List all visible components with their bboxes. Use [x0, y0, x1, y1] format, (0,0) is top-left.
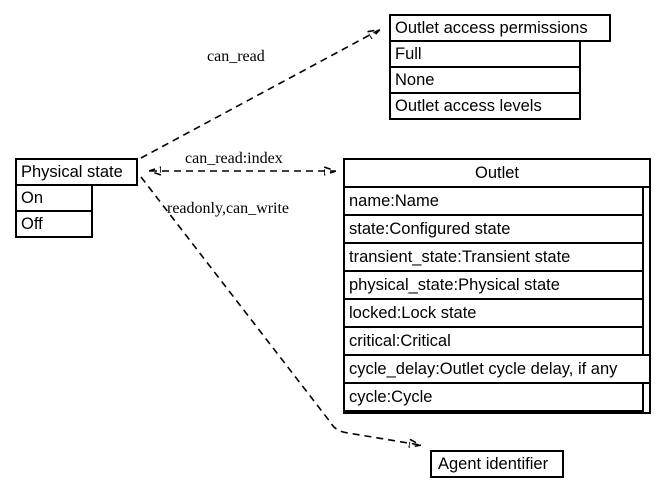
node-outlet-row: transient_state:Transient state: [343, 242, 644, 272]
node-outlet-access-permissions-title: Outlet access permissions: [389, 14, 611, 42]
node-outlet-row: state:Configured state: [343, 214, 644, 244]
node-outlet-access-permissions-row: Outlet access levels: [389, 92, 581, 120]
edge-label-readonly-can-write: readonly,can_write: [167, 200, 290, 217]
node-outlet-row: locked:Lock state: [343, 298, 644, 328]
node-outlet-row: critical:Critical: [343, 326, 644, 356]
node-physical-state-row: On: [15, 184, 93, 212]
node-outlet-title: Outlet: [343, 158, 651, 188]
edge-can-read: [140, 30, 379, 159]
node-agent-identifier-title: Agent identifier: [430, 450, 564, 478]
node-physical-state-row: Off: [15, 210, 93, 238]
node-outlet-row: cycle_delay:Outlet cycle delay, if any: [343, 354, 651, 384]
node-outlet-access-permissions-row: None: [389, 66, 581, 94]
node-physical-state-title: Physical state: [15, 158, 138, 186]
node-outlet-access-permissions-row: Full: [389, 40, 581, 68]
node-outlet-row: physical_state:Physical state: [343, 270, 644, 300]
node-outlet-row: name:Name: [343, 186, 644, 216]
edge-label-can-read-index: can_read:index: [185, 150, 283, 167]
edge-label-can-read: can_read: [207, 48, 265, 65]
node-outlet-row: cycle:Cycle: [343, 382, 644, 412]
